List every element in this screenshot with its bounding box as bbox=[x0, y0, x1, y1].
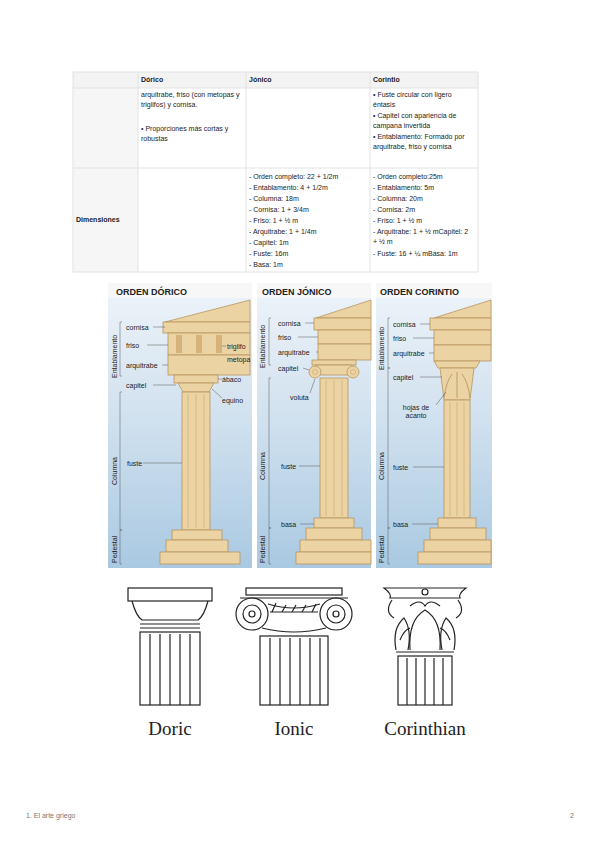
part-label: arquitrabe bbox=[393, 349, 425, 359]
part-label: capitel bbox=[393, 373, 413, 383]
part-label: fuste bbox=[127, 459, 142, 469]
order-title: ORDEN CORINTIO bbox=[380, 286, 490, 299]
capitals-drawing bbox=[128, 588, 466, 705]
table-grid bbox=[73, 72, 478, 272]
dimension-line: - Entablamento: 5m bbox=[373, 183, 473, 193]
table-cell: • Fuste circular con ligero éntasis bbox=[373, 90, 473, 110]
dimension-line: - Entablamento: 4 + 1/2m bbox=[249, 183, 367, 193]
part-label: triglifo bbox=[227, 342, 246, 352]
section-label: Columna bbox=[378, 452, 385, 480]
column-header: Dórico bbox=[141, 75, 241, 85]
order-name: Doric bbox=[120, 718, 220, 740]
part-label: basa bbox=[393, 520, 408, 530]
dimension-line: - Arquitrabe: 1 + 1/4m bbox=[249, 227, 367, 237]
page-number: 2 bbox=[540, 811, 574, 821]
dimension-line: - Columna: 18m bbox=[249, 194, 367, 204]
part-label: metopa bbox=[227, 355, 250, 365]
part-label: basa bbox=[281, 520, 296, 530]
section-label: Entablamento bbox=[378, 327, 385, 370]
section-label: Entablamento bbox=[111, 335, 118, 378]
part-label: cornisa bbox=[278, 319, 301, 329]
section-label: Entablamento bbox=[259, 325, 266, 368]
orders-illustration bbox=[108, 283, 492, 568]
part-label: arquitrabe bbox=[126, 361, 158, 371]
dimension-line: - Cornisa: 2m bbox=[373, 205, 473, 215]
part-label: friso bbox=[126, 341, 139, 351]
dimension-line: - Basa: 1m bbox=[249, 260, 367, 270]
part-label: voluta bbox=[290, 393, 309, 403]
order-title: ORDEN DÓRICO bbox=[116, 286, 246, 299]
order-title: ORDEN JÓNICO bbox=[262, 286, 370, 299]
column-header: Corintio bbox=[373, 75, 473, 85]
table-cell: • Capitel con apariencia de campana inve… bbox=[373, 111, 473, 131]
part-label: cornisa bbox=[126, 323, 149, 333]
table-cell: • Entablamento: Formado por arquitrabe, … bbox=[373, 132, 473, 152]
section-label: Pedestal bbox=[111, 536, 118, 563]
part-label: friso bbox=[393, 334, 406, 344]
column-header: Jónico bbox=[249, 75, 359, 85]
order-name: Ionic bbox=[244, 718, 344, 740]
part-label: cornisa bbox=[393, 320, 416, 330]
part-label: capitel bbox=[126, 381, 146, 391]
table-cell: arquitrabe, friso (con metopas y triglif… bbox=[141, 90, 241, 110]
section-label: Columna bbox=[259, 452, 266, 480]
section-label: Pedestal bbox=[378, 536, 385, 563]
part-label: hojas de acanto bbox=[398, 404, 434, 420]
table-cell: • Proporciones más cortas y robustas bbox=[141, 124, 241, 144]
section-label: Pedestal bbox=[259, 536, 266, 563]
part-label: fuste bbox=[281, 462, 296, 472]
dimension-line: - Orden completo: 22 + 1/2m bbox=[249, 172, 367, 182]
footer-text: 1. El arte griego bbox=[26, 811, 176, 821]
part-label: friso bbox=[278, 333, 291, 343]
dimension-line: - Fuste: 16m bbox=[249, 249, 367, 259]
dimension-line: - Columna: 20m bbox=[373, 194, 473, 204]
part-label: capitel bbox=[278, 364, 298, 374]
dimension-line: - Capitel: 1m bbox=[249, 238, 367, 248]
part-label: arquitrabe bbox=[278, 348, 310, 358]
dimension-line: - Arquitrabe: 1 + ½ mCapitel: 2 + ½ m bbox=[373, 227, 473, 247]
dimension-line: - Fuste: 16 + ¼ mBasa: 1m bbox=[373, 249, 473, 259]
dimension-line: - Friso: 1 + ½ m bbox=[249, 216, 367, 226]
part-label: ábaco bbox=[222, 375, 241, 385]
part-label: equino bbox=[222, 396, 243, 406]
section-label: Columna bbox=[111, 457, 118, 485]
order-name: Corinthian bbox=[365, 718, 485, 740]
row-header: Dimensiones bbox=[76, 215, 136, 225]
dimension-line: - Friso: 1 + ½ m bbox=[373, 216, 473, 226]
part-label: fuste bbox=[393, 463, 408, 473]
dimension-line: - Orden completo:25m bbox=[373, 172, 473, 182]
dimension-line: - Cornisa: 1 + 3/4m bbox=[249, 205, 367, 215]
